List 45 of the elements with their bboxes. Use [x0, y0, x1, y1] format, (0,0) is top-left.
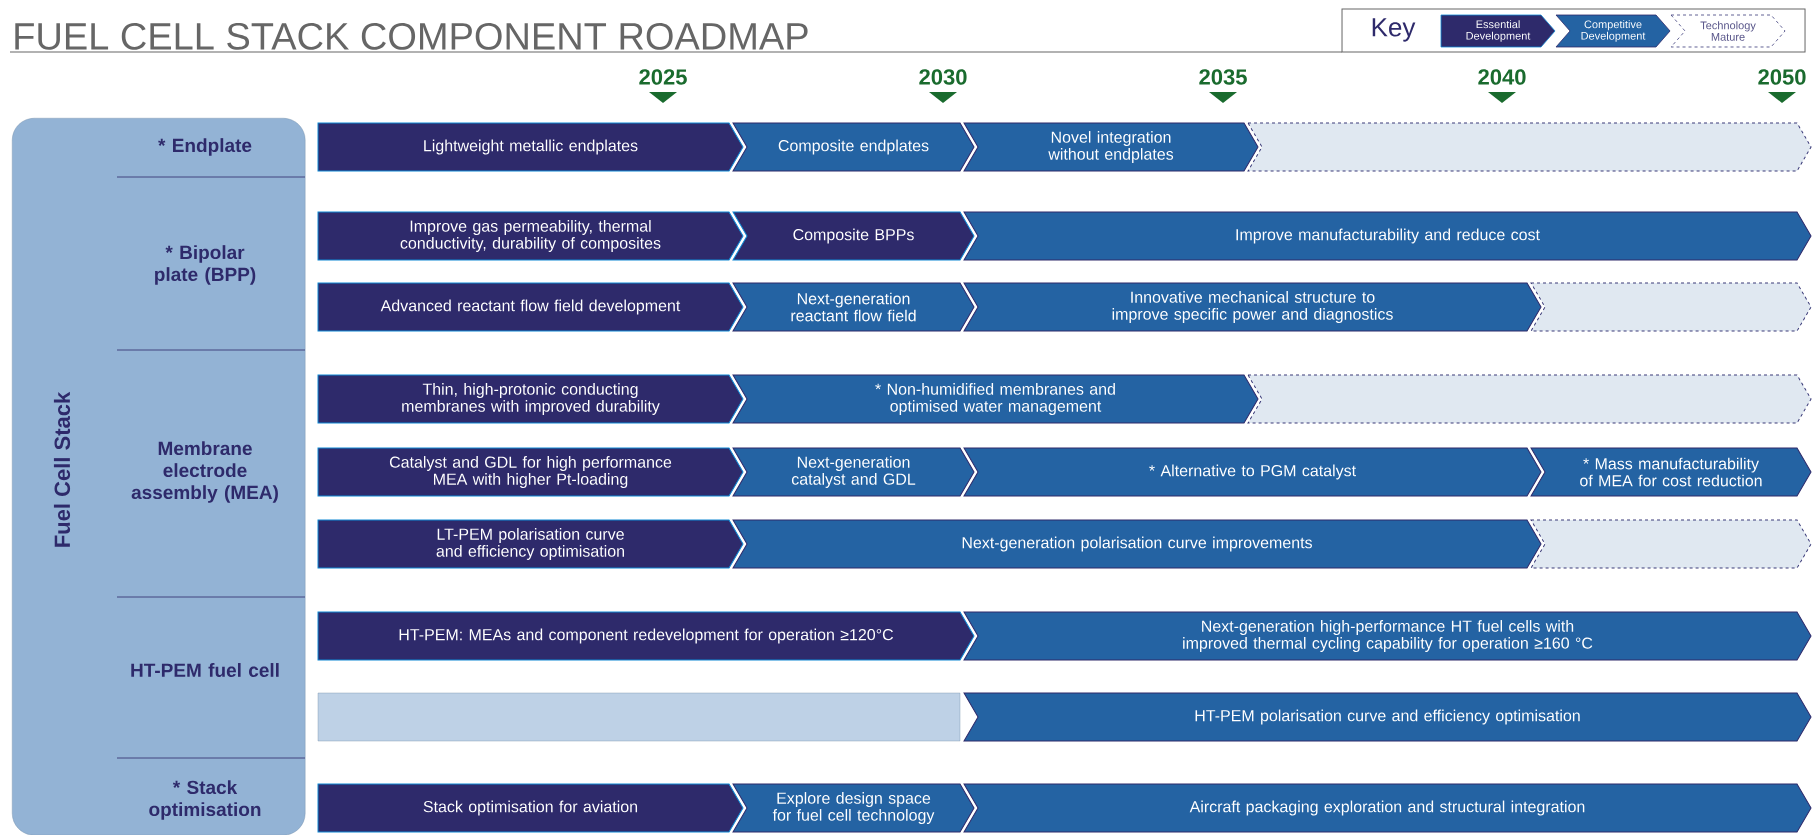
node-label: * Mass manufacturability of MEA for cost reduction	[1580, 457, 1762, 487]
node-label: Explore design space for fuel cell technology	[772, 792, 935, 824]
node-label: Aircraft packaging exploration and structural integration	[1189, 800, 1585, 816]
year-label: 2030	[919, 69, 967, 85]
phase-box: Composite BPPs	[732, 211, 975, 261]
row-heading: * Endplate	[158, 138, 252, 156]
title: FUEL CELL STACK COMPONENT ROADMAP	[15, 22, 808, 50]
year-label: 2035	[1199, 69, 1247, 85]
phase-box: Catalyst and GDL for high performance MEA with higher Pt-loading	[317, 447, 744, 497]
year-label: 2050	[1758, 69, 1806, 85]
phase-box: * Non-humidified membranes and optimised water management	[732, 374, 1259, 424]
key-label: Technology Mature	[1700, 21, 1756, 41]
phase-box: Novel integration without endplates	[963, 122, 1259, 172]
phase-box: Lightweight metallic endplates	[317, 122, 744, 172]
mature-phase-box	[1247, 122, 1812, 172]
phase-box: Next-generation polarisation curve improvements	[732, 519, 1542, 569]
phase-box: Innovative mechanical structure to improve specific power and diagnostics	[963, 282, 1542, 332]
row-heading: HT-PEM fuel cell	[131, 663, 279, 677]
phase-box: Aircraft packaging exploration and structural integration	[963, 783, 1812, 833]
row-heading: * Stack optimisation	[149, 780, 261, 820]
phase-box: * Alternative to PGM catalyst	[963, 447, 1542, 497]
mature-phase-box	[1530, 282, 1812, 332]
mature-phase-box	[1247, 374, 1812, 424]
empty-bar	[317, 692, 961, 742]
row-heading: Membrane electrode assembly (MEA)	[131, 441, 278, 503]
phase-box: Next-generation reactant flow field	[732, 282, 975, 332]
row-heading: * Bipolar plate (BPP)	[155, 245, 256, 285]
phase-box: Advanced reactant flow field development	[317, 282, 744, 332]
mature-phase-box	[1530, 519, 1812, 569]
key-label: Essential Development	[1466, 20, 1531, 42]
phase-box: HT-PEM polarisation curve and efficiency optimisation	[963, 692, 1812, 742]
phase-box: Composite endplates	[732, 122, 975, 172]
phase-box: Next-generation high-performance HT fuel cells with improved thermal cycling capability for operation ≥160 °C	[963, 611, 1812, 661]
phase-box: Improve gas permeability, thermal conductivity, durability of composites	[317, 211, 744, 261]
phase-box: * Mass manufacturability of MEA for cost reduction	[1530, 447, 1812, 497]
phase-box: HT-PEM: MEAs and component redevelopment for operation ≥120°C	[317, 611, 975, 661]
phase-box: Explore design space for fuel cell technology	[732, 783, 975, 833]
key-label: Competitive Development	[1581, 20, 1646, 42]
year-label: 2040	[1478, 69, 1526, 85]
phase-box: LT-PEM polarisation curve and efficiency optimisation	[317, 519, 744, 569]
phase-box: Improve manufacturability and reduce cost	[963, 211, 1812, 261]
year-label: 2025	[639, 69, 687, 85]
phase-box: Thin, high-protonic conducting membranes with improved durability	[317, 374, 744, 424]
phase-box: Next-generation catalyst and GDL	[732, 447, 975, 497]
phase-box: Stack optimisation for aviation	[317, 783, 744, 833]
